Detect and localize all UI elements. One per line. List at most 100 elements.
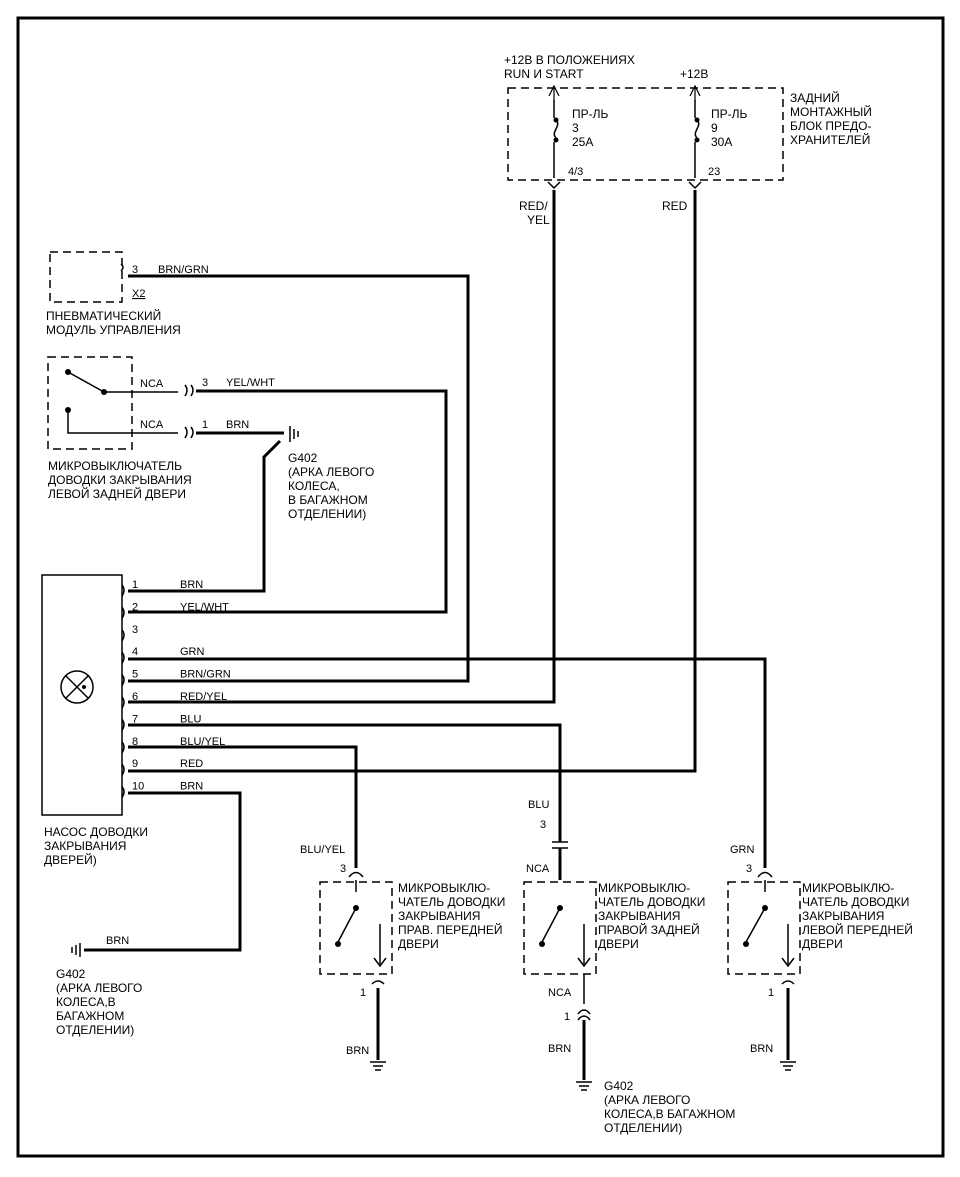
- pneumatic-module-outline: [49, 251, 123, 303]
- switch-rr-ground-icon: [576, 1081, 592, 1091]
- switch-rr-label-line4: ПРАВОЙ ЗАДНЕЙ: [598, 922, 700, 937]
- door-closing-pump: НАСОС ДОВОДКИ ЗАКРЫВАНИЯ ДВЕРЕЙ): [41, 574, 148, 867]
- pump-pin-number: 8: [132, 736, 138, 748]
- ground-bottom-desc-line3: ОТДЕЛЕНИИ): [604, 1121, 682, 1135]
- ground-left-wire: BRN: [106, 935, 129, 947]
- ground-left-desc-line2: КОЛЕСА,В: [56, 995, 116, 1009]
- ground-bottom-desc-line1: (АРКА ЛЕВОГО: [604, 1093, 690, 1107]
- fuse-block-label-line4: ХРАНИТЕЛЕЙ: [790, 132, 870, 147]
- wire-blu-yel: [128, 745, 358, 868]
- switch-lf-pin-out: 1: [768, 987, 774, 999]
- switch-lf-wire-out: BRN: [750, 1043, 773, 1055]
- fuse-9-label-line2: 9: [711, 121, 718, 135]
- switch-lf-connector-out: [781, 980, 795, 985]
- switch-rf-pin-in: 3: [340, 863, 346, 875]
- switch-lf-outline: [727, 881, 801, 975]
- switch-rr-label-line1: МИКРОВЫКЛЮ-: [598, 881, 690, 895]
- pump-pin-number: 6: [132, 691, 138, 703]
- fuse-block-label-line2: МОНТАЖНЫЙ: [790, 104, 872, 119]
- pump-pin-connector: [121, 629, 125, 642]
- ground-bottom-name: G402: [604, 1079, 634, 1093]
- switch-rr-pin-in: 3: [540, 819, 546, 831]
- fuse-9-symbol: [694, 100, 700, 178]
- pump-label-line1: НАСОС ДОВОДКИ: [44, 825, 148, 839]
- switch-rr-outline: [523, 881, 597, 975]
- supply-arrow-right: [689, 84, 701, 102]
- pump-pin-wire-color: BRN/GRN: [180, 669, 231, 681]
- pump-pin-wire-color: YEL/WHT: [180, 601, 229, 613]
- rear-left-door-switch: NCA NCA 3 1 YEL/WHT BRN МИКРОВЫКЛЮЧАТЕЛЬ…: [47, 356, 275, 501]
- pump-pin-wire-color: RED/YEL: [180, 691, 227, 703]
- wires: [84, 190, 767, 952]
- rear-left-switch-connector-1: [184, 384, 194, 397]
- wire-blu: [128, 723, 562, 842]
- switch-rr-wire-out: BRN: [548, 1043, 571, 1055]
- switch-lf-label-line4: ЛЕВОЙ ПЕРЕДНЕЙ: [802, 922, 913, 937]
- switch-rf-label-line3: ЗАКРЫВАНИЯ: [398, 909, 480, 923]
- pump-pin-wire-color: BRN: [180, 781, 203, 793]
- switch-rf-connector-out: [371, 980, 385, 985]
- rear-left-switch-connector-2: [184, 426, 194, 439]
- fuse-block-pin-b: 23: [708, 166, 720, 178]
- rear-left-switch-label-line2: ДОВОДКИ ЗАКРЫВАНИЯ: [48, 473, 192, 487]
- wire-red-label: RED: [662, 199, 688, 213]
- pneumatic-module-label-line2: МОДУЛЬ УПРАВЛЕНИЯ: [46, 323, 181, 337]
- switch-rr-label-line2: ЧАТЕЛЬ ДОВОДКИ: [598, 895, 705, 909]
- ground-left-name: G402: [56, 967, 86, 981]
- wire-brn-pump-pin10: [84, 791, 242, 952]
- wire-red: [128, 190, 697, 773]
- pump-pin-connector: [121, 606, 125, 619]
- wire-red-yel: [128, 190, 556, 704]
- switch-rr-wire-in: BLU: [528, 799, 549, 811]
- pneumatic-module-connector: [120, 263, 124, 272]
- pneumatic-module-connector-id: X2: [132, 288, 145, 300]
- switch-rf-connector-in: [348, 871, 364, 878]
- pump-pin-connector: [121, 718, 125, 731]
- switch-rf-pin-out: 1: [360, 987, 366, 999]
- pump-pin-number: 9: [132, 758, 138, 770]
- rear-left-switch-nca-1: NCA: [140, 378, 164, 390]
- fuse-9-label-line1: ПР-ЛЬ: [711, 107, 748, 121]
- pneumatic-module: 3 BRN/GRN X2 ПНЕВМАТИЧЕСКИЙ МОДУЛЬ УПРАВ…: [46, 251, 209, 337]
- switch-rf-label-line5: ДВЕРИ: [398, 937, 439, 951]
- pump-pin-number: 5: [132, 669, 138, 681]
- pump-pin-wire-color: RED: [180, 758, 203, 770]
- ground-bottom-desc-line2: КОЛЕСА,В БАГАЖНОМ: [604, 1107, 735, 1121]
- wire-brn-pump-pin1: [128, 439, 282, 593]
- pump-pin-wire-color: BLU: [180, 713, 201, 725]
- ground-top-name: G402: [288, 451, 318, 465]
- ground-top-desc-line1: (АРКА ЛЕВОГО: [288, 465, 374, 479]
- switch-lf-pin-in: 3: [746, 863, 752, 875]
- rear-left-switch-label-line3: ЛЕВОЙ ЗАДНЕЙ ДВЕРИ: [48, 486, 186, 501]
- wire-brn-grn: [128, 274, 470, 683]
- rear-left-switch-label-line1: МИКРОВЫКЛЮЧАТЕЛЬ: [48, 459, 182, 473]
- rear-fuse-block: +12В В ПОЛОЖЕНИЯХ RUN И START +12В ПР-ЛЬ…: [504, 53, 872, 227]
- switch-right-rear-door: BLU 3 NCA NCA 1 BRN МИКРОВЫКЛЮ- ЧАТЕЛЬ Д…: [523, 799, 705, 1091]
- pump-pin-number: 2: [132, 601, 138, 613]
- switch-lf-label-line5: ДВЕРИ: [802, 937, 843, 951]
- ground-left-desc-line4: ОТДЕЛЕНИИ): [56, 1023, 134, 1037]
- fuse-3-label-line3: 25А: [572, 135, 593, 149]
- switch-rf-outline: [319, 881, 393, 975]
- pump-pin-connector: [121, 651, 125, 664]
- ground-left-desc-line1: (АРКА ЛЕВОГО: [56, 981, 142, 995]
- switch-rr-label-line3: ЗАКРЫВАНИЯ: [598, 909, 680, 923]
- fuse-9-label-line3: 30А: [711, 135, 732, 149]
- pump-pin-number: 10: [132, 781, 144, 793]
- fuse-block-label-line1: ЗАДНИЙ: [790, 90, 840, 105]
- supply-run-start-line1: +12В В ПОЛОЖЕНИЯХ: [504, 53, 635, 67]
- pump-pin-connector: [121, 584, 125, 597]
- pump-label-line3: ДВЕРЕЙ): [44, 852, 97, 867]
- ground-top-desc-line4: ОТДЕЛЕНИИ): [288, 507, 366, 521]
- rear-left-switch-wire-2: BRN: [226, 419, 249, 431]
- switch-right-front-door: BLU/YEL 3 1 BRN МИКРОВЫКЛЮ- ЧАТЕЛЬ ДОВОД…: [300, 844, 505, 1071]
- switch-lf-ground-icon: [780, 1061, 796, 1071]
- rear-left-switch-pin-2: 1: [202, 419, 208, 431]
- switch-left-front-door: GRN 3 1 BRN МИКРОВЫКЛЮ- ЧАТЕЛЬ ДОВОДКИ З…: [727, 844, 913, 1071]
- pump-pin-number: 3: [132, 624, 138, 636]
- pump-pin-connector: [121, 674, 125, 687]
- pump-pin-connector: [121, 786, 125, 799]
- switch-lf-label-line3: ЗАКРЫВАНИЯ: [802, 909, 884, 923]
- switch-rr-connector-out: [577, 1009, 591, 1021]
